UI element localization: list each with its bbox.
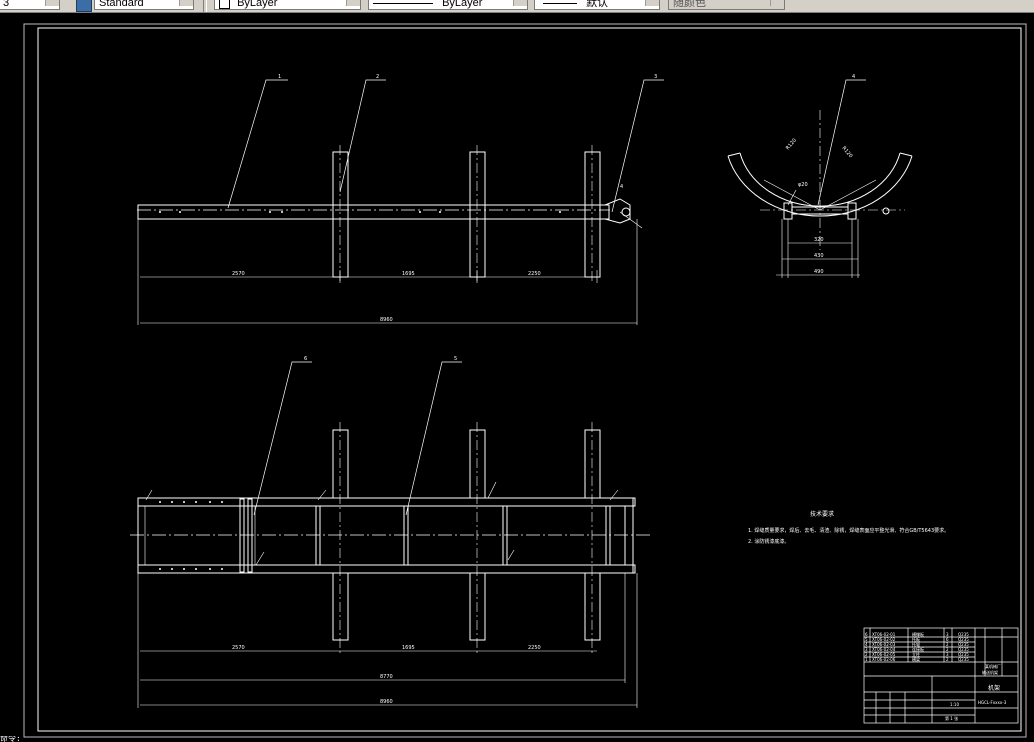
weld-note-top: 4 (620, 184, 623, 190)
chevron-down-icon[interactable]: ▼ (645, 0, 659, 6)
tb-row-name-1: 托板 (912, 636, 920, 642)
left-combo-text: 3 (3, 0, 10, 9)
dim-side-490: 490 (814, 269, 824, 275)
tb-row-mat-0: Q235 (958, 632, 969, 637)
text-style-icon[interactable] (76, 0, 92, 12)
plan-view (130, 361, 650, 708)
note-1: 1. 焊缝质量要求，焊后、去毛、清渣、除锈，焊缝表面应平整光滑、符合GB/T56… (748, 527, 949, 534)
note-2: 2. 涂防锈漆底漆。 (748, 538, 789, 545)
notes-title: 技术要求 (810, 510, 834, 518)
tb-row-name-0: 横撑板 (912, 631, 924, 637)
balloon-3: 3 (654, 74, 657, 80)
properties-toolbar: 3 ▼ Standard ▼ ByLayer ▼ ByLayer ▼ 默认 ▼ … (0, 0, 1034, 13)
tb-row-qty-4: 3 (946, 652, 949, 657)
title-block (863, 627, 1019, 724)
dim-bottom-3: 2250 (528, 645, 541, 651)
tb-row-qty-0: 3 (946, 632, 949, 637)
tb-row-mat-4: Q235 (958, 652, 969, 657)
plot-style-value: 随颜色 (673, 0, 706, 9)
tb-row-name-2: 托辊 (912, 641, 920, 647)
side-view (727, 79, 913, 278)
balloon-1: 1 (278, 74, 281, 80)
tb-row-no-0: 6 (865, 632, 868, 637)
balloon-6: 6 (304, 356, 307, 362)
sheet-outer-border (23, 23, 1027, 738)
dim-side-phi: φ20 (798, 182, 808, 188)
command-line[interactable]: 命令: (0, 736, 21, 742)
dim-side-r1: R120 (785, 137, 798, 151)
tb-sheet: 第 1 张 (945, 715, 958, 721)
tb-scale: 1:10 (950, 702, 959, 707)
dim-bottom-1: 2570 (232, 645, 245, 651)
tb-row-code-1: XT06-02-02 (872, 637, 896, 642)
tb-row-name-3: 连接板 (912, 646, 924, 652)
balloon-5: 5 (454, 356, 457, 362)
tb-row-no-3: 3 (865, 647, 868, 652)
tb-company: 某机械厂 (985, 663, 1001, 669)
front-view (137, 79, 664, 325)
dim-side-320: 320 (814, 237, 824, 243)
toolbar-separator (203, 0, 207, 12)
tb-row-code-5: XT06-02-06 (872, 657, 896, 662)
tb-row-mat-3: Q235 (958, 647, 969, 652)
tb-row-no-4: 2 (865, 652, 868, 657)
dim-top-2: 1695 (402, 271, 415, 277)
tb-row-qty-3: 2 (946, 647, 949, 652)
chevron-down-icon[interactable]: ▼ (179, 0, 193, 6)
dim-bottom-total: 8960 (380, 699, 393, 705)
tb-row-name-4: 立柱 (912, 651, 920, 657)
dim-top-3: 2250 (528, 271, 541, 277)
tb-row-code-3: XT06-02-04 (872, 647, 896, 652)
left-combo-fragment[interactable]: 3 ▼ (0, 0, 60, 10)
balloon-2: 2 (376, 74, 379, 80)
lineweight-preview-icon (543, 2, 577, 4)
tb-row-code-0: XT06-02-01 (872, 632, 896, 637)
tb-row-code-4: XT06-02-05 (872, 652, 896, 657)
linetype-value: ByLayer (442, 0, 483, 9)
tb-row-mat-5: Q235 (958, 657, 969, 662)
dim-side-430: 430 (814, 253, 824, 259)
tb-part-name: 机架 (988, 684, 1000, 692)
tb-drawing-name: 输送机架 (982, 669, 998, 675)
tb-row-no-5: 1 (865, 657, 868, 662)
dim-side-r2: R120 (840, 145, 853, 159)
chevron-down-icon[interactable]: ▼ (770, 0, 784, 6)
tb-drawing-no: HGCL-Fxxxx-3 (978, 700, 1007, 705)
lineweight-combo[interactable]: 默认 ▼ (534, 0, 660, 10)
chevron-down-icon[interactable]: ▼ (45, 0, 59, 6)
chevron-down-icon[interactable]: ▼ (513, 0, 527, 6)
tb-row-mat-2: Q235 (958, 642, 969, 647)
lineweight-value: 默认 (586, 0, 609, 9)
tb-row-name-5: 横梁 (912, 656, 920, 662)
tb-row-qty-5: 2 (946, 657, 949, 662)
dim-top-total: 8960 (380, 317, 393, 323)
color-combo[interactable]: ByLayer ▼ (214, 0, 361, 10)
dim-bottom-overall: 8770 (380, 674, 393, 680)
dim-top-1: 2570 (232, 271, 245, 277)
chevron-down-icon[interactable]: ▼ (346, 0, 360, 6)
sheet-inner-border (37, 27, 1022, 732)
tb-row-code-2: XT06-02-03 (872, 642, 896, 647)
color-value: ByLayer (237, 0, 278, 9)
tb-row-no-1: 5 (865, 637, 868, 642)
plot-style-combo[interactable]: 随颜色 ▼ (668, 0, 785, 10)
linetype-combo[interactable]: ByLayer ▼ (368, 0, 528, 10)
tb-row-qty-2: 2 (946, 642, 949, 647)
tb-row-no-2: 4 (865, 642, 868, 647)
model-space-canvas[interactable]: 1 2 3 2570 1695 2250 8960 4 4 R120 (0, 12, 1034, 742)
linetype-preview-icon (373, 2, 433, 4)
text-style-value: Standard (99, 0, 144, 9)
tb-row-qty-1: 6 (946, 637, 949, 642)
tb-row-mat-1: Q235 (958, 637, 969, 642)
dim-bottom-2: 1695 (402, 645, 415, 651)
balloon-4: 4 (852, 74, 855, 80)
text-style-combo[interactable]: Standard ▼ (94, 0, 194, 10)
color-swatch-icon (219, 0, 230, 9)
